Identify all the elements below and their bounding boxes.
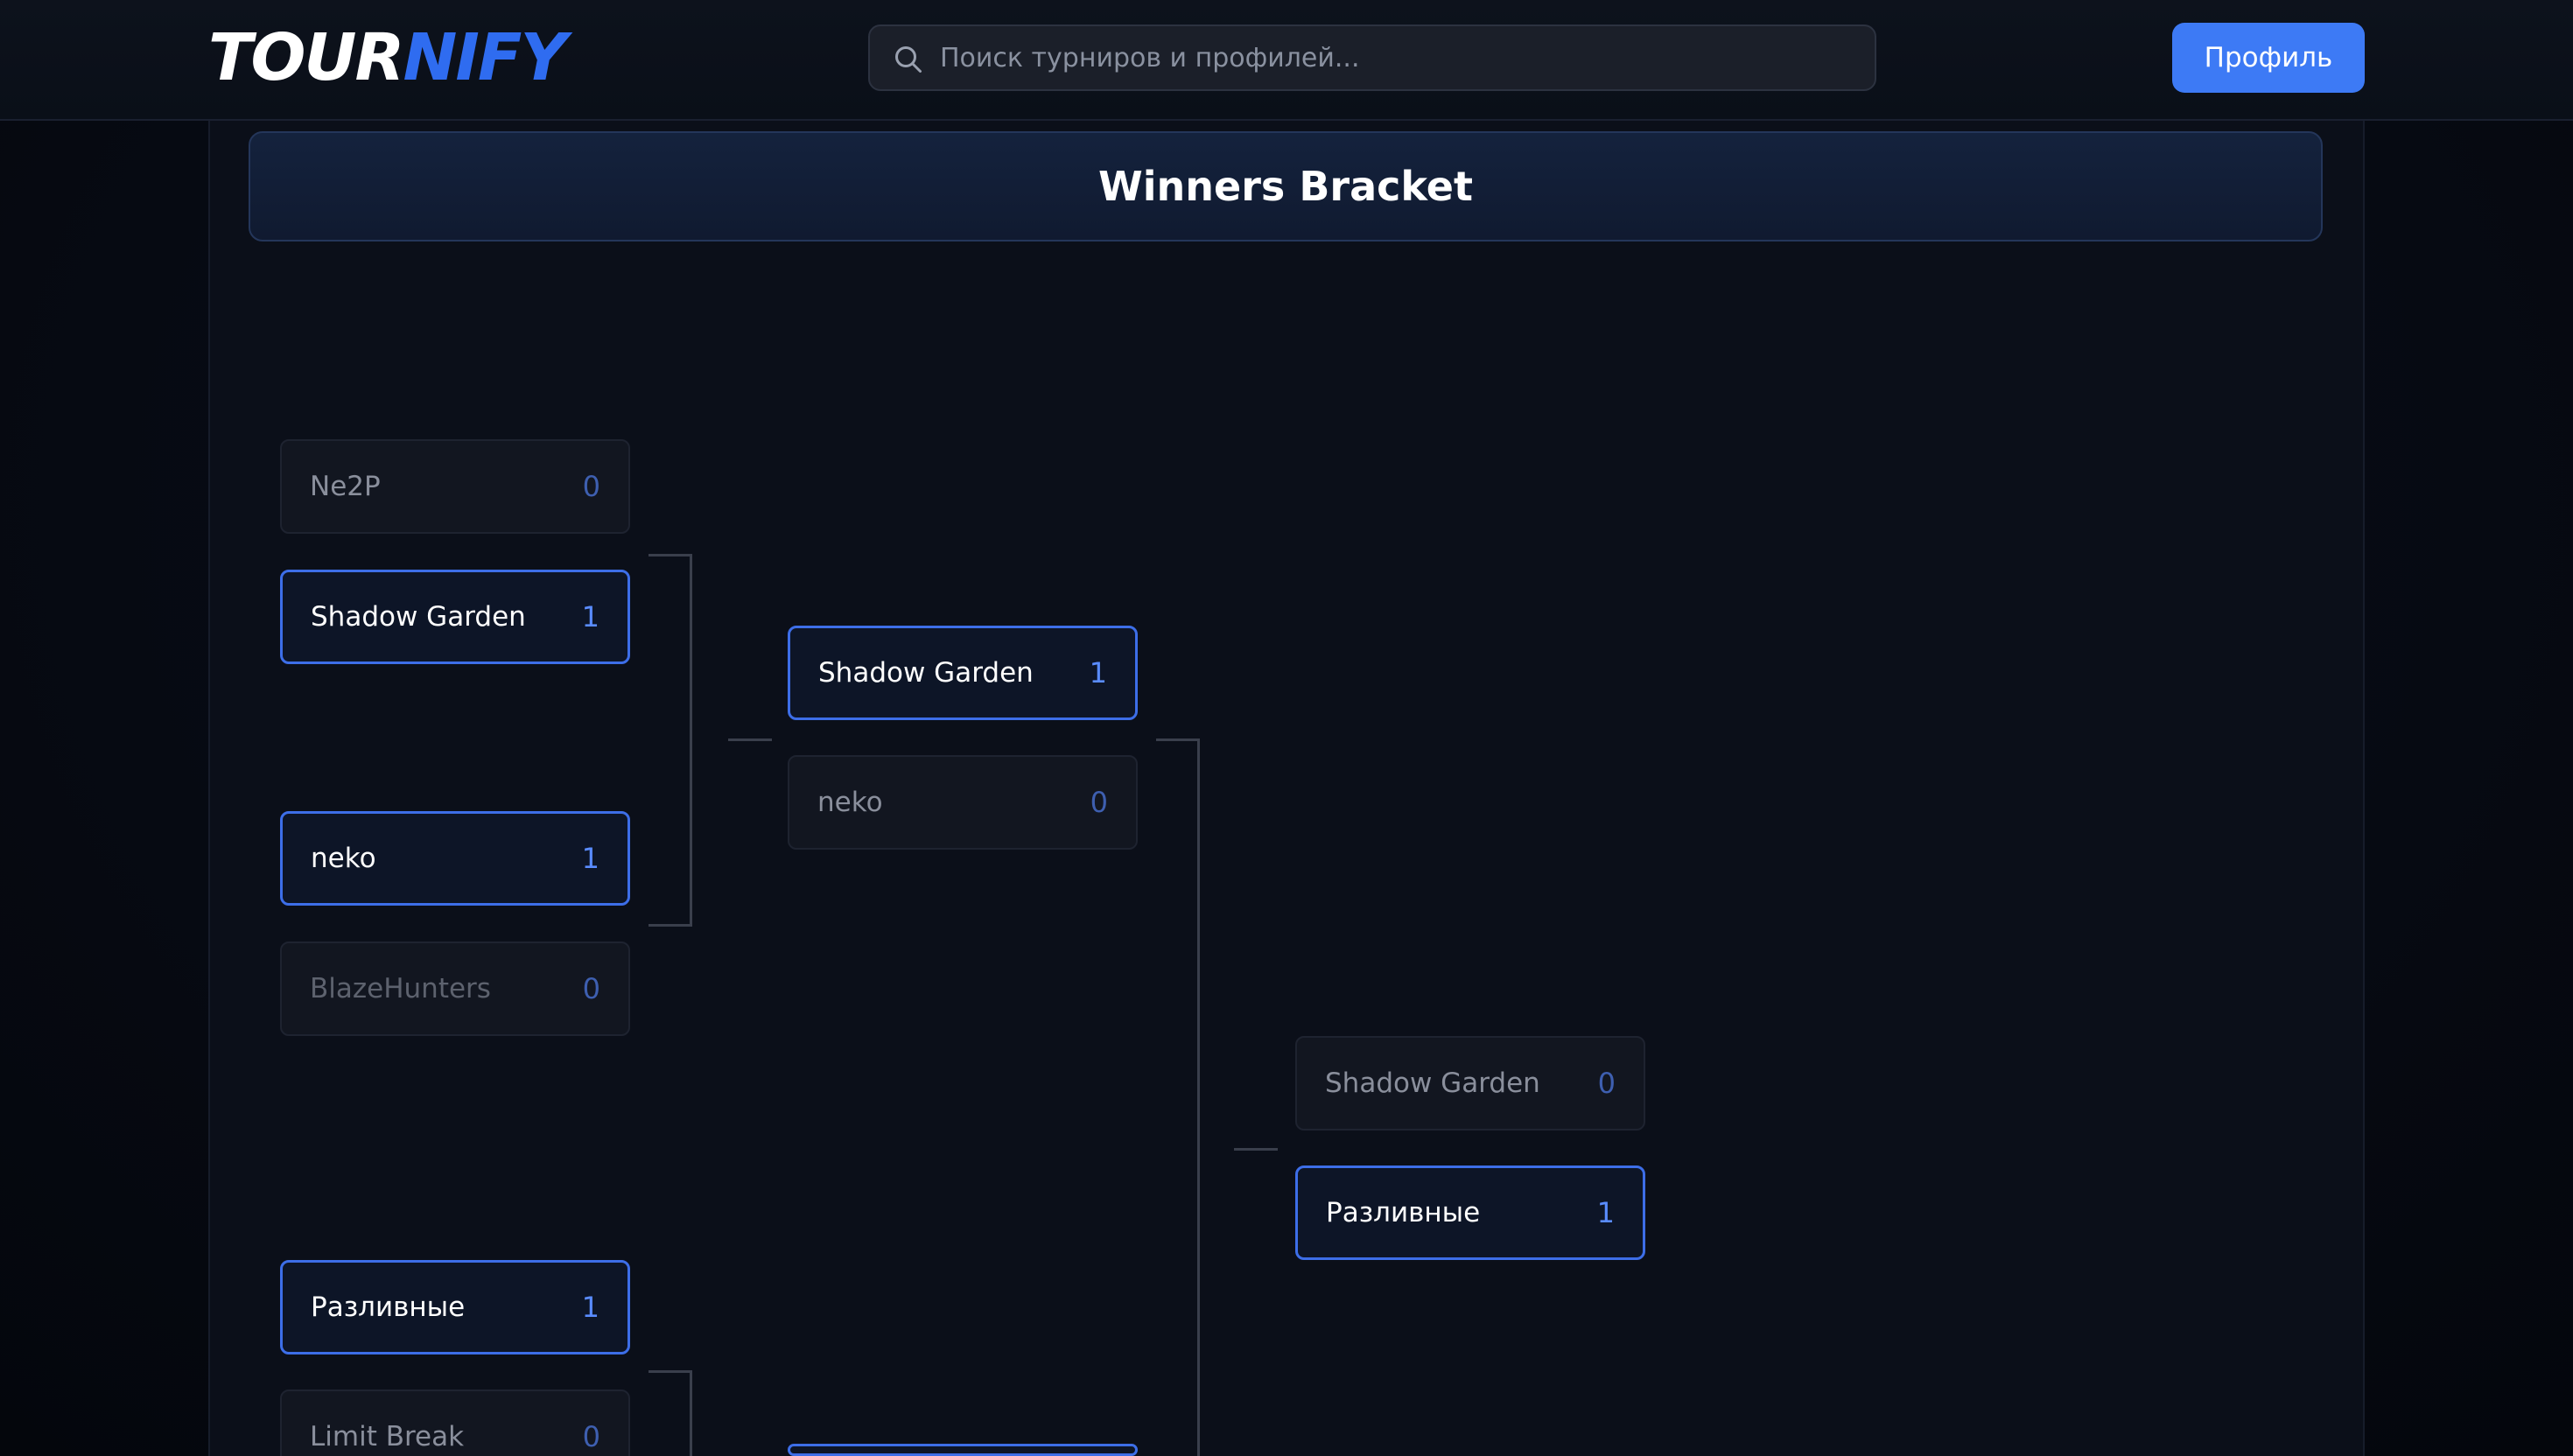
- match-slot-razlivnye-r3[interactable]: Разливные 1: [1295, 1166, 1645, 1260]
- team-name: Shadow Garden: [818, 657, 1034, 689]
- search-bar[interactable]: [868, 24, 1876, 91]
- team-score: 0: [582, 470, 600, 503]
- team-name: Разливные: [1326, 1197, 1481, 1228]
- team-name: neko: [817, 787, 883, 818]
- top-header: TOURNIFY Профиль: [0, 0, 2573, 121]
- team-score: 1: [581, 842, 599, 875]
- connector-line: [690, 1370, 692, 1456]
- team-name: Limit Break: [310, 1421, 465, 1452]
- match-slot-neko-r2[interactable]: neko 0: [788, 755, 1138, 850]
- team-score: 0: [1597, 1067, 1616, 1100]
- team-name: neko: [311, 843, 376, 874]
- search-icon: [895, 46, 922, 73]
- team-score: 1: [581, 1291, 599, 1324]
- profile-button[interactable]: Профиль: [2172, 23, 2365, 93]
- team-score: 0: [582, 1420, 600, 1453]
- match-slot-shadow-garden-r3[interactable]: Shadow Garden 0: [1295, 1036, 1645, 1130]
- connector-line: [649, 924, 692, 927]
- match-slot-next-r2[interactable]: [788, 1444, 1138, 1456]
- team-name: Shadow Garden: [1325, 1068, 1540, 1099]
- team-name: BlazeHunters: [310, 973, 491, 1004]
- team-name: Ne2P: [310, 471, 381, 502]
- team-score: 1: [1596, 1196, 1615, 1229]
- connector-line: [1197, 738, 1200, 1456]
- team-name: Разливные: [311, 1292, 466, 1323]
- team-score: 0: [1090, 786, 1108, 819]
- search-input[interactable]: [940, 26, 1859, 89]
- team-score: 1: [581, 600, 599, 634]
- connector-line: [1156, 738, 1200, 741]
- bracket-title: Winners Bracket: [1098, 163, 1473, 210]
- connector-line: [690, 554, 692, 927]
- match-slot-blazehunters[interactable]: BlazeHunters 0: [280, 942, 630, 1036]
- logo-text-tour: TOUR: [208, 20, 404, 95]
- match-slot-shadow-garden-r2[interactable]: Shadow Garden 1: [788, 626, 1138, 720]
- team-score: 1: [1089, 656, 1107, 690]
- tournify-logo[interactable]: TOURNIFY: [208, 24, 567, 91]
- connector-line: [649, 1370, 692, 1373]
- match-slot-razlivnye[interactable]: Разливные 1: [280, 1260, 630, 1354]
- connector-line: [649, 554, 692, 556]
- logo-text-nify: NIFY: [403, 20, 567, 95]
- team-name: Shadow Garden: [311, 601, 526, 633]
- match-slot-ne2p[interactable]: Ne2P 0: [280, 439, 630, 534]
- bracket-title-bar: Winners Bracket: [249, 131, 2323, 242]
- connector-line: [728, 738, 772, 741]
- bracket-panel: [208, 121, 2365, 1456]
- team-score: 0: [582, 972, 600, 1005]
- match-slot-neko[interactable]: neko 1: [280, 811, 630, 906]
- connector-line: [1234, 1148, 1278, 1151]
- match-slot-shadow-garden[interactable]: Shadow Garden 1: [280, 570, 630, 664]
- match-slot-limit-break[interactable]: Limit Break 0: [280, 1390, 630, 1456]
